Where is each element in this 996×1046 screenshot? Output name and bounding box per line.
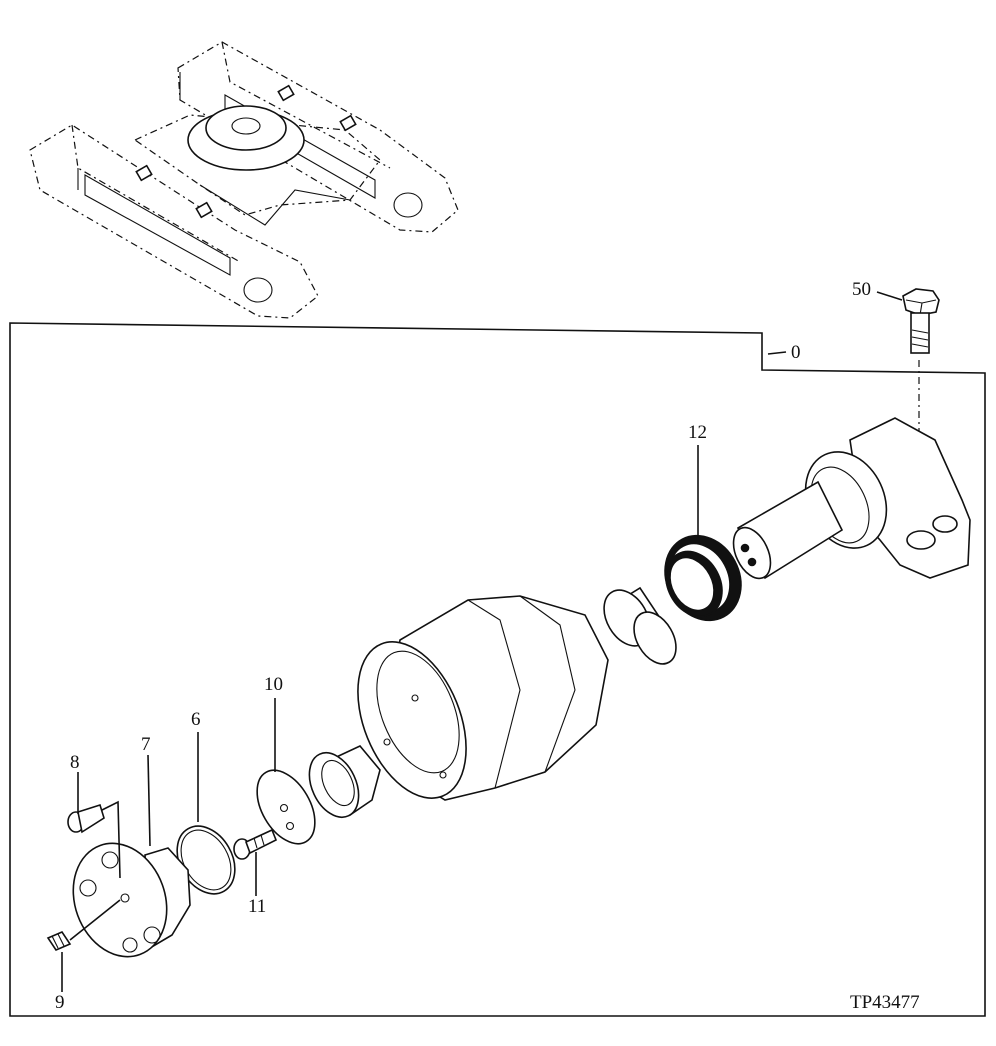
callout-label: 50 bbox=[852, 279, 871, 300]
callout-label: 7 bbox=[141, 734, 151, 755]
set-screw-9 bbox=[46, 931, 72, 951]
hex-bolt-50 bbox=[902, 288, 940, 354]
figure-reference: TP43477 bbox=[850, 992, 920, 1013]
callout-label: 10 bbox=[264, 674, 283, 695]
callout-label: 12 bbox=[688, 422, 707, 443]
assembly-boundary bbox=[9, 322, 986, 1017]
frame-bolt-icon bbox=[135, 164, 153, 182]
roller-body bbox=[357, 595, 609, 801]
frame-bolt-icon bbox=[277, 84, 295, 102]
callout-label: 8 bbox=[70, 752, 80, 773]
thrust-washer-10 bbox=[256, 769, 316, 845]
shaft-bracket bbox=[732, 417, 971, 580]
callout-label: 9 bbox=[55, 992, 65, 1013]
frame-bolt-icon bbox=[195, 201, 213, 219]
callout-label: 0 bbox=[791, 342, 801, 363]
screw-11 bbox=[233, 828, 278, 860]
end-cap-7 bbox=[72, 842, 191, 958]
seal-12 bbox=[664, 534, 742, 622]
callout-label: 11 bbox=[248, 896, 266, 917]
flanged-bushing bbox=[308, 745, 381, 818]
bushing bbox=[603, 586, 677, 665]
plug-8 bbox=[67, 803, 105, 834]
frame-bolt-icon bbox=[339, 114, 357, 132]
track-frame-illustration bbox=[29, 41, 459, 319]
callout-label: 6 bbox=[191, 709, 201, 730]
